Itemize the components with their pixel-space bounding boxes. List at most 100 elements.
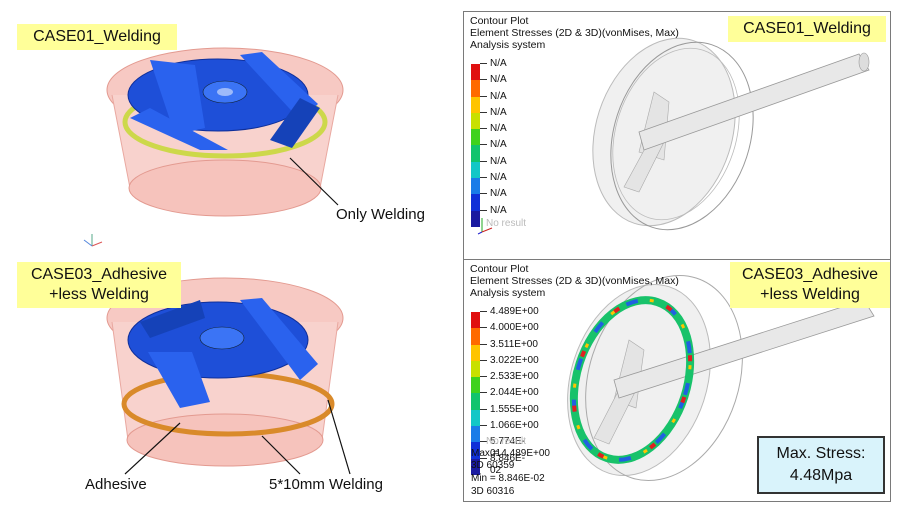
case3-model-render bbox=[567, 274, 875, 482]
legend-tick bbox=[480, 408, 487, 410]
legend-value: N/A bbox=[490, 74, 507, 86]
case3-plot-title: Contour Plot Element Stresses (2D & 3D)(… bbox=[470, 263, 679, 299]
legend-value: N/A bbox=[490, 155, 507, 167]
legend-value: N/A bbox=[490, 106, 507, 118]
legend-tick bbox=[480, 193, 487, 195]
legend-tick bbox=[480, 441, 487, 443]
legend-value: 8.846E-02 bbox=[490, 452, 526, 476]
case1-plot-title: Contour Plot Element Stresses (2D & 3D)(… bbox=[470, 15, 679, 51]
legend-value: 4.000E+00 bbox=[490, 322, 539, 334]
legend-swatch bbox=[471, 442, 480, 459]
legend-tick bbox=[480, 376, 487, 378]
case3-tag-left-line1: CASE03_Adhesive bbox=[30, 266, 168, 283]
legend-swatch bbox=[471, 393, 480, 410]
legend-value: N/A bbox=[490, 58, 507, 69]
legend-swatch bbox=[471, 178, 480, 195]
legend-tick bbox=[480, 209, 487, 211]
legend-swatch bbox=[471, 458, 480, 475]
case1-tag-left: CASE01_Welding bbox=[17, 24, 177, 50]
case1-axis-triad-icon bbox=[477, 218, 493, 235]
case3-tag-right-line1: CASE03_Adhesive bbox=[741, 266, 879, 283]
legend-swatch bbox=[471, 344, 480, 361]
legend-tick bbox=[480, 359, 487, 361]
contour-plot-panel-case3: Contour Plot Element Stresses (2D & 3D)(… bbox=[463, 259, 891, 502]
welding-spec-label: 5*10mm Welding bbox=[269, 476, 383, 493]
case3-title-line1: Contour Plot bbox=[470, 263, 529, 275]
axis-triad-icon bbox=[83, 234, 103, 247]
legend-tick bbox=[480, 160, 487, 162]
legend-swatch bbox=[471, 194, 480, 211]
legend-value: 3.511E+00 bbox=[490, 338, 538, 350]
legend-value: 4.489E+00 bbox=[490, 306, 539, 317]
adhesive-leader bbox=[124, 422, 181, 475]
legend-swatch bbox=[471, 210, 480, 227]
legend-swatch bbox=[471, 312, 480, 329]
legend-value: 2.533E+00 bbox=[490, 371, 539, 383]
legend-swatch bbox=[471, 377, 480, 394]
case1-model-render bbox=[592, 37, 870, 231]
case3-tag-left-line2: +less Welding bbox=[49, 286, 149, 303]
case1-title-line2: Element Stresses (2D & 3D)(vonMises, Max… bbox=[470, 27, 679, 39]
legend-value: N/A bbox=[490, 188, 507, 200]
legend-value: 1.066E+00 bbox=[490, 420, 539, 432]
case3-title-line2: Element Stresses (2D & 3D)(vonMises, Max… bbox=[470, 275, 679, 287]
legend-swatch bbox=[471, 129, 480, 146]
legend-value: N/A bbox=[490, 172, 507, 184]
legend-tick bbox=[480, 311, 487, 312]
contour-plot-panel-case1: Contour Plot Element Stresses (2D & 3D)(… bbox=[463, 11, 891, 260]
legend-swatch bbox=[471, 409, 480, 427]
case3-title-line3: Analysis system bbox=[470, 287, 546, 299]
legend-swatch bbox=[471, 328, 480, 345]
case3-tag-right: CASE03_Adhesive +less Welding bbox=[730, 262, 890, 308]
max-stress-value: 4.48Mpa bbox=[789, 467, 853, 484]
only-welding-leader bbox=[289, 157, 339, 206]
wheel-illustrations bbox=[83, 47, 351, 475]
legend-tick bbox=[480, 457, 487, 459]
legend-value: N/A bbox=[490, 139, 507, 151]
legend-tick bbox=[480, 128, 487, 130]
legend-tick bbox=[480, 327, 487, 329]
legend-swatch bbox=[471, 426, 480, 443]
case1-no-result: No result bbox=[486, 218, 527, 229]
case1-title-line3: Analysis system bbox=[470, 39, 546, 51]
legend-value: N/A bbox=[490, 204, 507, 216]
case1-wheel bbox=[106, 47, 344, 217]
legend-swatch bbox=[471, 145, 480, 162]
legend-tick bbox=[480, 63, 487, 64]
legend-tick bbox=[480, 343, 487, 345]
legend-tick bbox=[480, 144, 487, 146]
legend-value: 1.555E+00 bbox=[490, 403, 539, 415]
legend-swatch bbox=[471, 161, 480, 179]
case3-tag-right-line2: +less Welding bbox=[760, 286, 860, 303]
legend-tick bbox=[480, 177, 487, 179]
legend-value: 2.044E+00 bbox=[490, 387, 539, 399]
case3-tag-left: CASE03_Adhesive +less Welding bbox=[17, 262, 181, 308]
legend-swatch bbox=[471, 360, 480, 378]
max-stress-box: Max. Stress: 4.48Mpa bbox=[757, 436, 885, 494]
case3-max-id: 3D 60359 bbox=[471, 460, 515, 471]
legend-tick bbox=[480, 425, 487, 427]
legend-swatch bbox=[471, 80, 480, 97]
legend-tick bbox=[480, 392, 487, 394]
legend-tick bbox=[480, 79, 487, 81]
legend-tick bbox=[480, 95, 487, 97]
case3-no-result: No result bbox=[486, 436, 527, 447]
case1-tag-right: CASE01_Welding bbox=[728, 16, 886, 42]
legend-swatch bbox=[471, 64, 480, 81]
legend-value: N/A bbox=[490, 123, 507, 135]
legend-value: 3.022E+00 bbox=[490, 354, 539, 366]
welding-leader-1 bbox=[261, 435, 301, 475]
case3-max-line: Max = 4.489E+00 bbox=[471, 448, 550, 459]
legend-value: N/A bbox=[490, 90, 507, 102]
case1-title-line1: Contour Plot bbox=[470, 15, 529, 27]
legend-value: 5.774E-01 bbox=[490, 436, 526, 460]
legend-swatch bbox=[471, 96, 480, 113]
adhesive-label: Adhesive bbox=[85, 476, 147, 493]
only-welding-label: Only Welding bbox=[336, 206, 425, 223]
case3-min-id: 3D 60316 bbox=[471, 486, 515, 497]
legend-tick bbox=[480, 111, 487, 113]
legend-swatch bbox=[471, 112, 480, 130]
max-stress-label: Max. Stress: bbox=[776, 445, 866, 462]
welding-leader-2 bbox=[327, 399, 351, 475]
case3-min-line: Min = 8.846E-02 bbox=[471, 473, 545, 484]
